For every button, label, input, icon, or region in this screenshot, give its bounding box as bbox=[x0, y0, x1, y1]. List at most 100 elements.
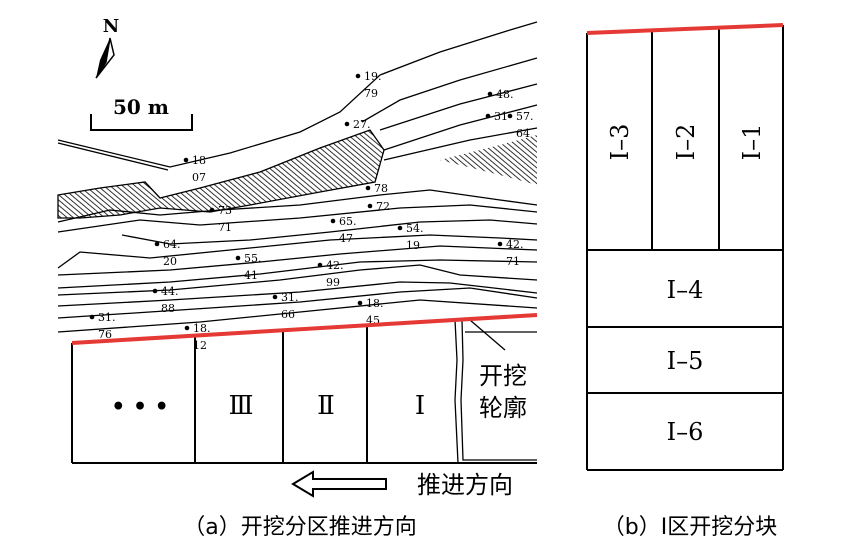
caption-b: （b）Ⅰ区开挖分块 bbox=[603, 515, 777, 540]
elevation-label: 71 bbox=[506, 255, 520, 268]
block-label-i-6: I–6 bbox=[667, 418, 704, 446]
scale-label: 50 m bbox=[113, 95, 169, 119]
elevation-point: 19.79 bbox=[355, 70, 382, 100]
elevation-label: 41 bbox=[244, 269, 258, 282]
caption-a: （a）开挖分区推进方向 bbox=[183, 515, 416, 540]
survey-point-dot bbox=[209, 207, 215, 213]
elevation-point: 54.19 bbox=[397, 222, 424, 252]
elevation-label: 18. bbox=[366, 297, 384, 310]
survey-point-dot bbox=[355, 73, 361, 79]
elevation-point: 55.41 bbox=[235, 252, 262, 282]
zone-label-2: Ⅱ bbox=[317, 391, 335, 421]
elevation-point: 27. bbox=[344, 118, 371, 131]
north-label: N bbox=[103, 16, 119, 37]
elevation-label: 73 bbox=[218, 204, 232, 217]
elevation-label: 47 bbox=[339, 232, 353, 245]
survey-point-dot bbox=[507, 113, 513, 119]
elevation-label: 54. bbox=[406, 222, 424, 235]
hatched-slope-zone-right bbox=[440, 135, 537, 185]
block-label-i-4: I–4 bbox=[667, 276, 704, 304]
elevation-label: 18. bbox=[193, 322, 211, 335]
survey-point-dot bbox=[183, 157, 189, 163]
survey-point-dot bbox=[344, 121, 350, 127]
elevation-label: 71 bbox=[218, 221, 232, 234]
north-arrow-icon: N bbox=[95, 16, 119, 79]
advance-direction-arrow-icon bbox=[291, 470, 387, 498]
elevation-point: 31 bbox=[485, 110, 508, 123]
elevation-label: 44. bbox=[161, 285, 179, 298]
survey-point-dot bbox=[330, 218, 336, 224]
elevation-label: 18 bbox=[192, 154, 206, 167]
elevation-label: 64. bbox=[163, 238, 181, 251]
elevation-label: 31. bbox=[98, 311, 116, 324]
elevation-point: 42.71 bbox=[497, 238, 524, 268]
zone-1-blocks bbox=[586, 25, 784, 471]
elevation-point: 31.76 bbox=[89, 311, 116, 341]
elevation-point: 65.47 bbox=[330, 215, 357, 245]
block-label-i-2: I–2 bbox=[672, 124, 700, 161]
hatched-slope-zone bbox=[57, 129, 385, 219]
elevation-label: 12 bbox=[193, 339, 207, 352]
survey-point-dot bbox=[367, 203, 373, 209]
elevation-label: 31. bbox=[281, 291, 299, 304]
elevation-label: 20 bbox=[163, 255, 177, 268]
survey-point-dot bbox=[235, 255, 241, 261]
elevation-label: 31 bbox=[494, 110, 508, 123]
elevation-label: 79 bbox=[364, 87, 378, 100]
elevation-label: 27. bbox=[353, 118, 371, 131]
elevation-label: 88 bbox=[161, 302, 175, 315]
elevation-label: 57. bbox=[516, 110, 534, 123]
survey-point-dot bbox=[184, 325, 190, 331]
elevation-point: 44.88 bbox=[152, 285, 179, 315]
topographic-contours bbox=[57, 21, 538, 333]
elevation-label: 07 bbox=[192, 171, 206, 184]
survey-point-dot bbox=[357, 300, 363, 306]
elevation-label: 76 bbox=[98, 328, 112, 341]
elevation-point: 42.99 bbox=[317, 259, 344, 289]
elevation-point: 18.12 bbox=[184, 322, 211, 352]
elevation-point: 64.20 bbox=[154, 238, 181, 268]
block-label-i-1: I–1 bbox=[738, 124, 766, 161]
elevation-label: 99 bbox=[326, 276, 340, 289]
elevation-point: 57.64 bbox=[507, 110, 534, 140]
elevation-label: 78 bbox=[374, 182, 388, 195]
survey-point-dot bbox=[487, 91, 493, 97]
elevation-label: 72 bbox=[376, 200, 390, 213]
survey-point-dot bbox=[89, 314, 95, 320]
scale-bar: 50 m bbox=[90, 95, 193, 131]
survey-point-dot bbox=[485, 113, 491, 119]
survey-point-dot bbox=[397, 225, 403, 231]
elevation-label: 42. bbox=[326, 259, 344, 272]
elevation-point: 31.66 bbox=[272, 291, 299, 321]
elevation-point: 72 bbox=[367, 200, 390, 213]
survey-point-dot bbox=[317, 262, 323, 268]
advance-direction-label: 推进方向 bbox=[417, 471, 513, 499]
survey-point-dot bbox=[497, 241, 503, 247]
survey-point-dot bbox=[272, 294, 278, 300]
elevation-label: 55. bbox=[244, 252, 262, 265]
elevation-point: 78 bbox=[365, 182, 388, 195]
zone-label-3: Ⅲ bbox=[228, 391, 253, 421]
contour-label-line1: 开挖 bbox=[479, 362, 527, 390]
elevation-label: 42. bbox=[506, 238, 524, 251]
elevation-label: 19 bbox=[406, 239, 420, 252]
zone-label-1: Ⅰ bbox=[415, 391, 425, 421]
elevation-label: 64 bbox=[516, 127, 530, 140]
contour-label-line2: 轮廓 bbox=[479, 394, 527, 422]
block-label-i-3: I–3 bbox=[606, 124, 634, 161]
elevation-label: 19. bbox=[364, 70, 382, 83]
survey-point-dot bbox=[152, 288, 158, 294]
zone-label-more: • • • bbox=[111, 394, 169, 420]
excavation-boundary-b bbox=[586, 23, 784, 35]
elevation-label: 65. bbox=[339, 215, 357, 228]
block-label-i-5: I–5 bbox=[667, 347, 704, 375]
elevation-point: 48. bbox=[487, 88, 514, 101]
survey-point-dot bbox=[365, 185, 371, 191]
elevation-label: 48. bbox=[496, 88, 514, 101]
excavation-zones bbox=[71, 319, 537, 464]
survey-point-dot bbox=[154, 241, 160, 247]
